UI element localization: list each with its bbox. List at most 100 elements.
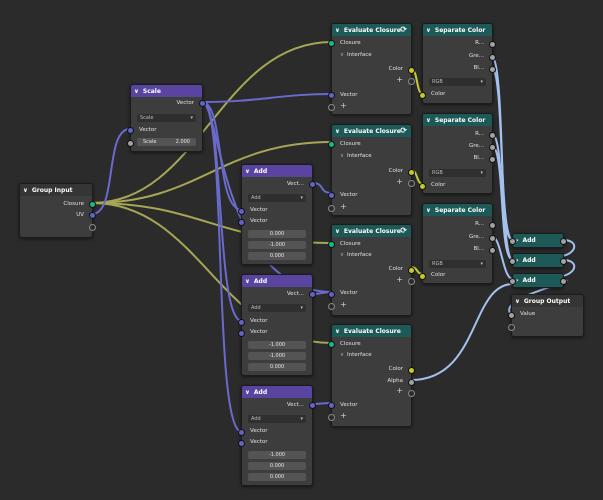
mode-dropdown[interactable]: RGB▾ xyxy=(429,169,486,177)
operation-dropdown[interactable]: Add▾ xyxy=(248,415,306,423)
node-header[interactable]: ∨Separate Color xyxy=(423,204,492,216)
chevron-down-icon[interactable]: ∨ xyxy=(335,127,340,135)
chevron-down-icon[interactable]: ∨ xyxy=(426,206,431,214)
evaluate-closure-node[interactable]: ∨Evaluate Closure⟳ Closure ∨Interface Co… xyxy=(328,224,415,316)
chevron-down-icon[interactable]: ∨ xyxy=(23,186,28,194)
vector-socket-output[interactable] xyxy=(309,291,316,298)
float-socket-output[interactable] xyxy=(560,258,567,265)
empty-socket-input[interactable] xyxy=(328,205,335,212)
node-header[interactable]: ∨Add xyxy=(242,386,312,398)
vector-add-node[interactable]: ∨Add Vect... Add▾ Vector Vector -1.000 -… xyxy=(238,274,316,376)
vector-socket-input[interactable] xyxy=(238,330,245,337)
color-socket-input[interactable] xyxy=(419,183,426,190)
vector-add-node[interactable]: ∨Add Vect... Add▾ Vector Vector -1.000 0… xyxy=(238,385,316,486)
node-header[interactable]: ∨Evaluate Closure xyxy=(332,325,411,337)
panel-row[interactable]: ∨Interface xyxy=(332,250,411,260)
operation-dropdown[interactable]: Scale▾ xyxy=(137,114,196,122)
blue-socket-output[interactable] xyxy=(489,247,496,254)
red-socket-output[interactable] xyxy=(489,41,496,48)
empty-socket-input[interactable] xyxy=(508,324,515,331)
empty-socket-output[interactable] xyxy=(89,224,96,231)
vector-x-field[interactable]: -1.000 xyxy=(248,341,306,349)
green-socket-output[interactable] xyxy=(489,144,496,151)
vector-socket-input[interactable] xyxy=(238,219,245,226)
chevron-down-icon[interactable]: ∨ xyxy=(335,227,340,235)
mode-dropdown[interactable]: RGB▾ xyxy=(429,260,486,268)
closure-socket-input[interactable] xyxy=(328,341,335,348)
empty-socket-output[interactable] xyxy=(408,390,415,397)
vector-z-field[interactable]: 0.000 xyxy=(248,252,306,260)
vector-socket-input[interactable] xyxy=(238,429,245,436)
chevron-down-icon[interactable]: ∨ xyxy=(335,26,340,34)
vector-socket-input[interactable] xyxy=(238,208,245,215)
math-add-node[interactable]: ›Add xyxy=(509,233,567,248)
vector-y-field[interactable]: 0.000 xyxy=(248,462,306,470)
vector-socket-input[interactable] xyxy=(238,440,245,447)
color-socket-output[interactable] xyxy=(408,169,415,176)
float-socket-output[interactable] xyxy=(560,278,567,285)
add-item-icon[interactable]: + xyxy=(396,75,403,84)
vector-socket-input[interactable] xyxy=(328,192,335,199)
chevron-down-icon[interactable]: ∨ xyxy=(245,167,250,175)
closure-socket-input[interactable] xyxy=(328,141,335,148)
chevron-down-icon[interactable]: ∨ xyxy=(426,26,431,34)
green-socket-output[interactable] xyxy=(489,54,496,61)
math-add-node[interactable]: ›Add xyxy=(509,273,567,288)
evaluate-closure-node[interactable]: ∨Evaluate Closure⟳ Closure ∨Interface Co… xyxy=(328,23,415,115)
node-header[interactable]: ∨Evaluate Closure⟳ xyxy=(332,24,411,36)
blue-socket-output[interactable] xyxy=(489,66,496,73)
vector-socket-output[interactable] xyxy=(309,181,316,188)
color-socket-output[interactable] xyxy=(408,367,415,374)
panel-row[interactable]: ∨Interface xyxy=(332,151,411,161)
vector-x-field[interactable]: -1.000 xyxy=(248,451,306,459)
operation-dropdown[interactable]: Add▾ xyxy=(248,304,306,312)
math-add-node[interactable]: ›Add xyxy=(509,253,567,268)
separate-color-node[interactable]: ∨Separate Color R... Gre... Bl... RGB▾ C… xyxy=(419,113,496,194)
closure-socket-input[interactable] xyxy=(328,40,335,47)
closure-socket-input[interactable] xyxy=(328,241,335,248)
vector-x-field[interactable]: 0.000 xyxy=(248,230,306,238)
node-header[interactable]: ›Add xyxy=(513,274,563,287)
node-header[interactable]: ∨Separate Color xyxy=(423,114,492,126)
node-header[interactable]: ∨ Scale xyxy=(131,85,202,97)
empty-socket-input[interactable] xyxy=(328,104,335,111)
add-item-icon[interactable]: + xyxy=(396,386,403,395)
empty-socket-input[interactable] xyxy=(328,303,335,310)
vector-y-field[interactable]: -1.000 xyxy=(248,352,306,360)
chevron-right-icon[interactable]: › xyxy=(516,257,519,264)
float-socket-input[interactable] xyxy=(509,258,516,265)
group-input-node[interactable]: ∨ Group Input Closure UV xyxy=(19,183,96,238)
color-socket-input[interactable] xyxy=(419,92,426,99)
empty-socket-input[interactable] xyxy=(328,414,335,421)
alpha-socket-output[interactable] xyxy=(408,379,415,386)
node-header[interactable]: ∨Evaluate Closure⟳ xyxy=(332,225,411,237)
empty-socket-output[interactable] xyxy=(408,78,415,85)
chevron-down-icon[interactable]: ∨ xyxy=(134,87,139,95)
vector-z-field[interactable]: 0.000 xyxy=(248,473,306,481)
vector-z-field[interactable]: 0.000 xyxy=(248,363,306,371)
node-header[interactable]: ›Add xyxy=(513,254,563,267)
separate-color-node[interactable]: ∨Separate Color R... Gre... Bl... RGB▾ C… xyxy=(419,203,496,284)
add-item-icon[interactable]: + xyxy=(340,202,347,211)
color-socket-input[interactable] xyxy=(419,273,426,280)
add-item-icon[interactable]: + xyxy=(396,177,403,186)
vector-socket-input[interactable] xyxy=(328,402,335,409)
uv-socket-output[interactable] xyxy=(89,212,96,219)
chevron-down-icon[interactable]: ∨ xyxy=(426,116,431,124)
color-socket-output[interactable] xyxy=(408,67,415,74)
node-header[interactable]: ∨Group Output xyxy=(512,295,583,307)
float-socket-output[interactable] xyxy=(560,238,567,245)
mode-dropdown[interactable]: RGB▾ xyxy=(429,78,486,86)
add-item-icon[interactable]: + xyxy=(340,300,347,309)
add-item-icon[interactable]: + xyxy=(340,101,347,110)
chevron-right-icon[interactable]: › xyxy=(516,277,519,284)
closure-socket-output[interactable] xyxy=(89,201,96,208)
float-socket-input[interactable] xyxy=(509,238,516,245)
node-header[interactable]: ∨Add xyxy=(242,275,312,287)
refresh-icon[interactable]: ⟳ xyxy=(400,226,407,235)
node-header[interactable]: ∨Separate Color xyxy=(423,24,492,36)
value-socket-input[interactable] xyxy=(508,312,515,319)
vector-socket-input[interactable] xyxy=(238,319,245,326)
